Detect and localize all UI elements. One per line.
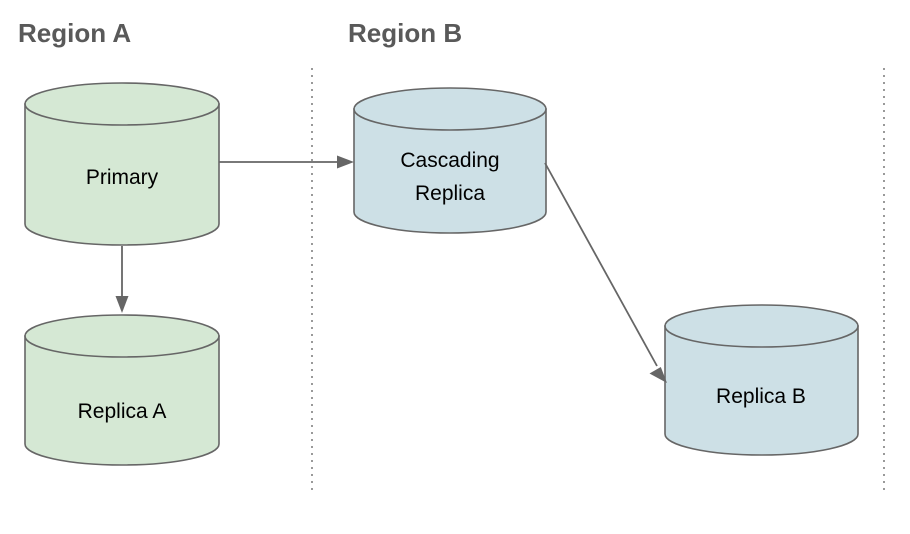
edge-cascading-to-replica-b-line (544, 162, 658, 367)
primary-cylinder-top (24, 82, 220, 126)
node-primary[interactable]: Primary (24, 82, 220, 246)
node-label-primary: Primary (86, 166, 159, 189)
replica-b-cylinder-body (664, 325, 859, 456)
edge-primary-to-replica-a (115, 246, 129, 313)
node-replica-a[interactable]: Replica A (24, 314, 220, 466)
replica-a-cylinder-body (24, 335, 220, 466)
edge-cascading-to-replica-b-arrowhead (649, 367, 667, 383)
replica-a-cylinder-top (24, 314, 220, 358)
edge-primary-to-replica-a-arrowhead (115, 296, 129, 313)
cascading-replica-cylinder-body (353, 108, 547, 234)
node-label-replica-a: Replica A (78, 400, 167, 423)
edge-primary-to-cascading-arrowhead (337, 155, 354, 169)
region-label-a: Region A (18, 18, 131, 48)
replica-b-cylinder-top (664, 304, 859, 348)
node-label-cascading-replica-line2: Replica (415, 182, 485, 205)
region-label-b: Region B (348, 18, 462, 48)
cascading-replica-cylinder-top (353, 87, 547, 131)
edge-primary-to-cascading-replica (219, 155, 354, 169)
node-label-replica-b: Replica B (716, 385, 806, 408)
node-cascading-replica[interactable]: Cascading Replica (353, 87, 547, 234)
node-label-cascading-replica-line1: Cascading (400, 149, 499, 172)
edge-cascading-replica-to-replica-b (544, 162, 667, 383)
node-replica-b[interactable]: Replica B (664, 304, 859, 456)
primary-cylinder-body (24, 103, 220, 246)
